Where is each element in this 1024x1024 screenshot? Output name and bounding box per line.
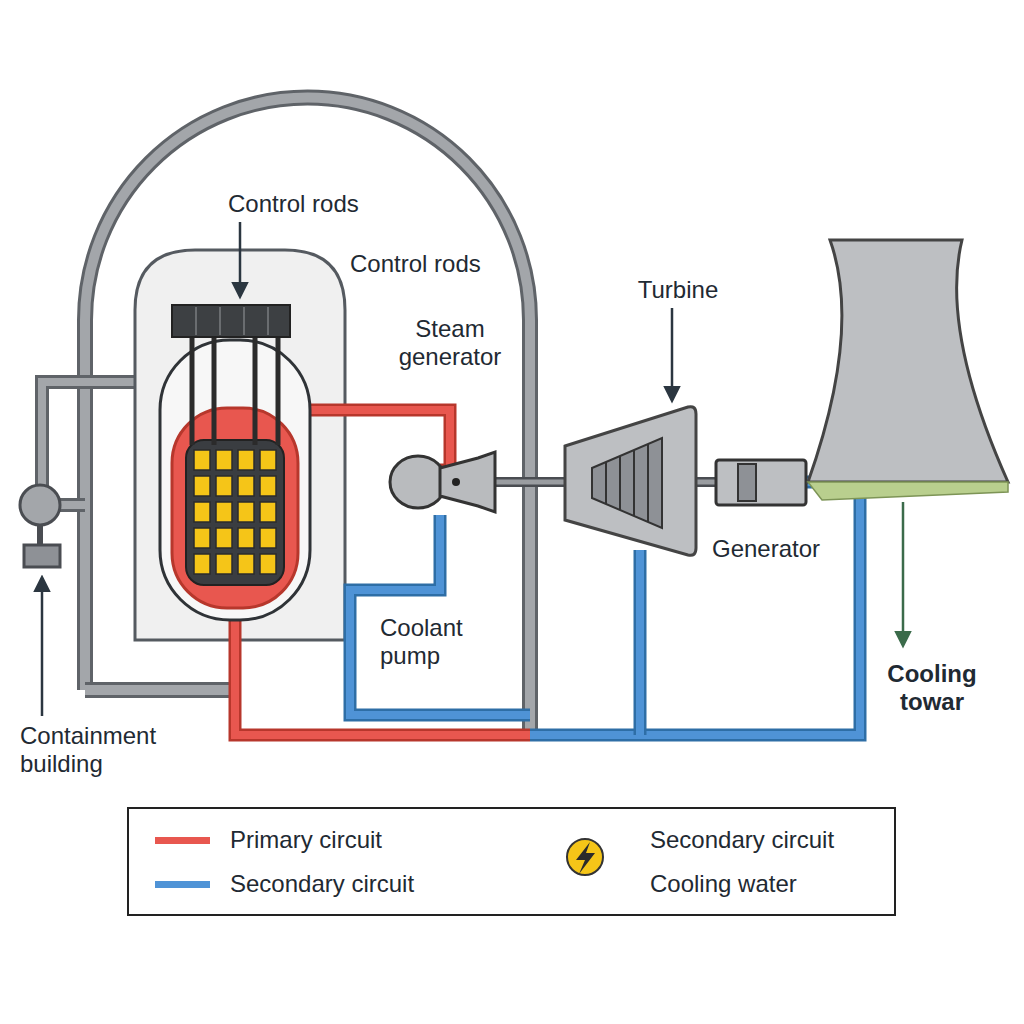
leader-arrow — [239, 222, 242, 296]
legend-swatch — [155, 881, 210, 888]
control-rod — [253, 337, 258, 445]
aux-pipe — [42, 382, 135, 505]
nozzle-hub — [452, 478, 460, 486]
control-rod — [190, 337, 195, 445]
legend-entry: Secondary circuit — [155, 869, 414, 899]
part-label: Control rods — [350, 250, 481, 278]
part-label: Steam generator — [385, 315, 515, 371]
lightning-bolt — [576, 842, 595, 874]
fuel-rod — [216, 502, 232, 522]
containment-outline — [85, 98, 530, 732]
slot — [267, 307, 269, 335]
containment-floor-outline — [85, 682, 240, 698]
fuel-rod — [260, 476, 276, 496]
turbine-blade-lines — [606, 444, 648, 522]
fuel-rod — [260, 528, 276, 548]
lightning-icon — [567, 839, 603, 875]
legend-swatch — [155, 837, 210, 844]
turbine-drain — [636, 550, 644, 735]
fuel-rod — [260, 502, 276, 522]
leader-arrow — [671, 308, 674, 400]
blade — [619, 456, 621, 510]
part-label: Cooling towar — [872, 660, 992, 716]
part-label: Control rods — [228, 190, 359, 218]
part-label: Containment building — [20, 722, 190, 778]
fuel-rod — [194, 554, 210, 574]
part-label: Generator — [712, 535, 820, 563]
control-rod-head — [172, 305, 290, 337]
containment-floor — [85, 685, 240, 695]
cooling-tower — [808, 240, 1008, 482]
slot — [243, 307, 245, 335]
turbine-drain-outline — [634, 550, 647, 735]
fuel-rod — [260, 450, 276, 470]
fuel-rod — [194, 528, 210, 548]
fuel-rod — [216, 476, 232, 496]
slot — [195, 307, 197, 335]
fuel-rod — [194, 502, 210, 522]
legend-entry: Primary circuit — [155, 825, 382, 855]
legend-text: Secondary circuit — [230, 869, 414, 899]
slot — [219, 307, 221, 335]
fuel-rod — [260, 554, 276, 574]
containment-wall — [85, 98, 530, 732]
fuel-rod — [238, 450, 254, 470]
fuel-rod — [238, 528, 254, 548]
fuel-rod — [216, 554, 232, 574]
fuel-rod — [216, 528, 232, 548]
aux-pump-base — [24, 545, 60, 567]
blade — [647, 444, 649, 522]
reactor-core — [186, 440, 284, 585]
fuel-rod — [238, 476, 254, 496]
control-rod — [212, 337, 217, 445]
leader-arrow — [41, 578, 44, 716]
steam-generator — [390, 456, 446, 508]
control-rod-head-slots — [196, 307, 268, 335]
turbine-casing — [565, 407, 696, 556]
feedwater-outline — [350, 515, 530, 715]
leader-arrow — [902, 502, 905, 645]
fuel-rod — [194, 476, 210, 496]
control-rod-drive — [192, 337, 278, 445]
legend-frame — [128, 808, 895, 915]
aux-pipe-outline — [42, 382, 135, 505]
legend-entry: Secondary circuit Cooling water — [650, 818, 880, 906]
aux-pump-stem — [37, 525, 43, 545]
fuel-rods — [194, 450, 276, 574]
part-label: Coolant pump — [380, 614, 490, 670]
fuel-rod — [216, 450, 232, 470]
generator-band — [738, 464, 756, 501]
fuel-rod — [238, 502, 254, 522]
fuel-rod — [238, 554, 254, 574]
generator-body — [716, 460, 806, 505]
part-label: Turbine — [628, 276, 728, 304]
turbine-blades — [592, 438, 662, 528]
reactor-building — [135, 250, 345, 640]
control-rod — [276, 337, 281, 445]
steam-nozzle — [440, 452, 495, 512]
blade — [605, 462, 607, 504]
aux-pump — [20, 485, 60, 525]
feedwater-pipe — [350, 515, 530, 715]
legend-text: Secondary circuit Cooling water — [650, 818, 880, 906]
blade — [633, 450, 635, 516]
fuel-rod — [194, 450, 210, 470]
legend-text: Primary circuit — [230, 825, 382, 855]
ground — [808, 482, 1008, 500]
reactor-vessel — [160, 340, 310, 620]
